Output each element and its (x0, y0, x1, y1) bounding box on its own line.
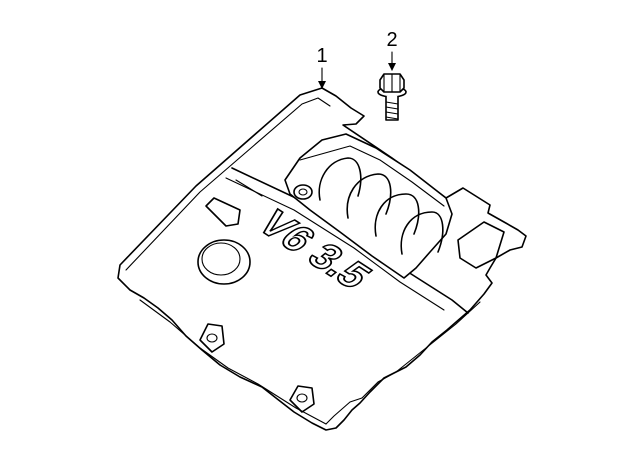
oil-filler-opening (197, 239, 251, 285)
cover-top-ridge (125, 97, 331, 271)
sensor-boss (293, 184, 313, 200)
callout-1-label: 1 (316, 45, 327, 67)
intake-runners (284, 133, 453, 279)
cover-skirt (139, 299, 327, 425)
mount-grommet-left (199, 323, 225, 353)
engine-cover: V6 3.5 (117, 87, 527, 431)
cover-left-tab (205, 197, 241, 227)
cover-right-tab (457, 221, 505, 269)
cover-crease-lower (225, 177, 445, 311)
callout-2: 2 (386, 29, 398, 71)
bolt (377, 73, 407, 121)
callout-1: 1 (316, 45, 328, 89)
callout-2-label: 2 (386, 29, 397, 51)
